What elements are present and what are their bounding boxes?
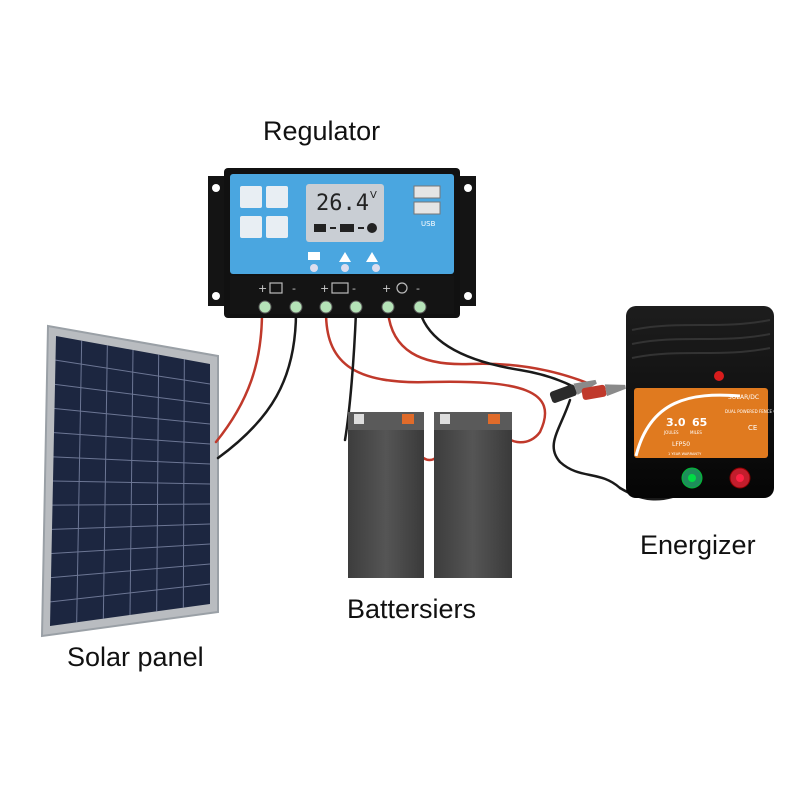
miles-value: 65 xyxy=(692,416,707,429)
energizer-label-panel xyxy=(634,388,768,458)
regulator-button xyxy=(266,216,288,238)
terminal-icons xyxy=(269,282,408,294)
solar-panel-label: Solar panel xyxy=(67,642,204,672)
panel-grid-line xyxy=(53,456,211,465)
regulator-label: Regulator xyxy=(263,116,381,146)
fine-print: 1 YEAR WARRANTY xyxy=(668,452,702,456)
terminal-sign: + xyxy=(258,282,267,295)
terminal-sign: + xyxy=(382,282,391,295)
usb-port xyxy=(413,201,441,215)
regulator-indicators xyxy=(308,252,380,272)
lcd-value: 26.4 xyxy=(316,191,369,216)
usb-label: USB xyxy=(421,220,436,228)
batteries-label: Battersiers xyxy=(347,594,477,624)
panel-grid-line xyxy=(55,359,211,385)
wire-panel-positive xyxy=(214,310,264,444)
regulator-button xyxy=(240,186,262,208)
batteries xyxy=(348,412,512,578)
model-number: LFP50 xyxy=(672,441,690,448)
wire-panel-negative xyxy=(216,310,298,460)
regulator-button xyxy=(266,186,288,208)
wire-energizer-input xyxy=(552,398,622,490)
miles-label: MILES xyxy=(690,430,702,435)
solar-panel-cells xyxy=(50,336,210,626)
solar-panel xyxy=(40,324,219,638)
battery-right xyxy=(434,412,512,578)
wire-battery-positive xyxy=(324,310,547,444)
panel-grid-line xyxy=(54,408,211,425)
energizer: SOLAR/DC DUAL POWERED FENCE CHARGER 3.0 … xyxy=(626,306,793,498)
solar-panel-grid xyxy=(50,340,211,623)
panel-grid-line xyxy=(50,563,211,579)
joules-label: JOULES xyxy=(663,430,679,435)
energizer-side-text: DUAL POWERED FENCE CHARGER xyxy=(725,409,793,414)
regulator-left-bracket xyxy=(208,176,228,306)
battery-left-body xyxy=(348,412,424,578)
energizer-indicator-light xyxy=(714,371,724,381)
terminal-sign: + xyxy=(320,282,329,295)
panel-grid-line xyxy=(51,543,211,554)
regulator-button xyxy=(240,216,262,238)
terminal-sign: - xyxy=(352,282,356,295)
panel-grid-line xyxy=(52,480,211,485)
joules-value: 3.0 xyxy=(666,416,686,429)
panel-grid-line xyxy=(50,583,211,603)
lcd-status-icons xyxy=(314,223,377,233)
wire-load-positive xyxy=(386,310,592,386)
lcd-unit: V xyxy=(370,190,377,201)
clip-black xyxy=(549,379,597,403)
ce-mark: CE xyxy=(748,424,757,432)
panel-grid-line xyxy=(53,432,211,445)
terminal-sign: - xyxy=(292,282,296,295)
panel-grid-line xyxy=(52,503,211,506)
usb-port xyxy=(413,185,441,199)
energizer-brand: SOLAR/DC xyxy=(728,394,759,401)
wire-load-negative xyxy=(418,310,574,388)
clip-red xyxy=(581,384,626,400)
energizer-label: Energizer xyxy=(640,530,756,560)
battery-right-body xyxy=(434,412,512,578)
regulator: 26.4 V USB + - + - + - xyxy=(208,168,476,318)
panel-grid-line xyxy=(51,523,211,530)
battery-left xyxy=(348,412,424,578)
terminal-sign: - xyxy=(416,282,420,295)
regulator-right-bracket xyxy=(456,176,476,306)
alligator-clips xyxy=(549,379,626,403)
wire-battery-negative xyxy=(343,310,358,442)
terminal-screws xyxy=(258,300,427,314)
panel-grid-line xyxy=(54,383,211,405)
